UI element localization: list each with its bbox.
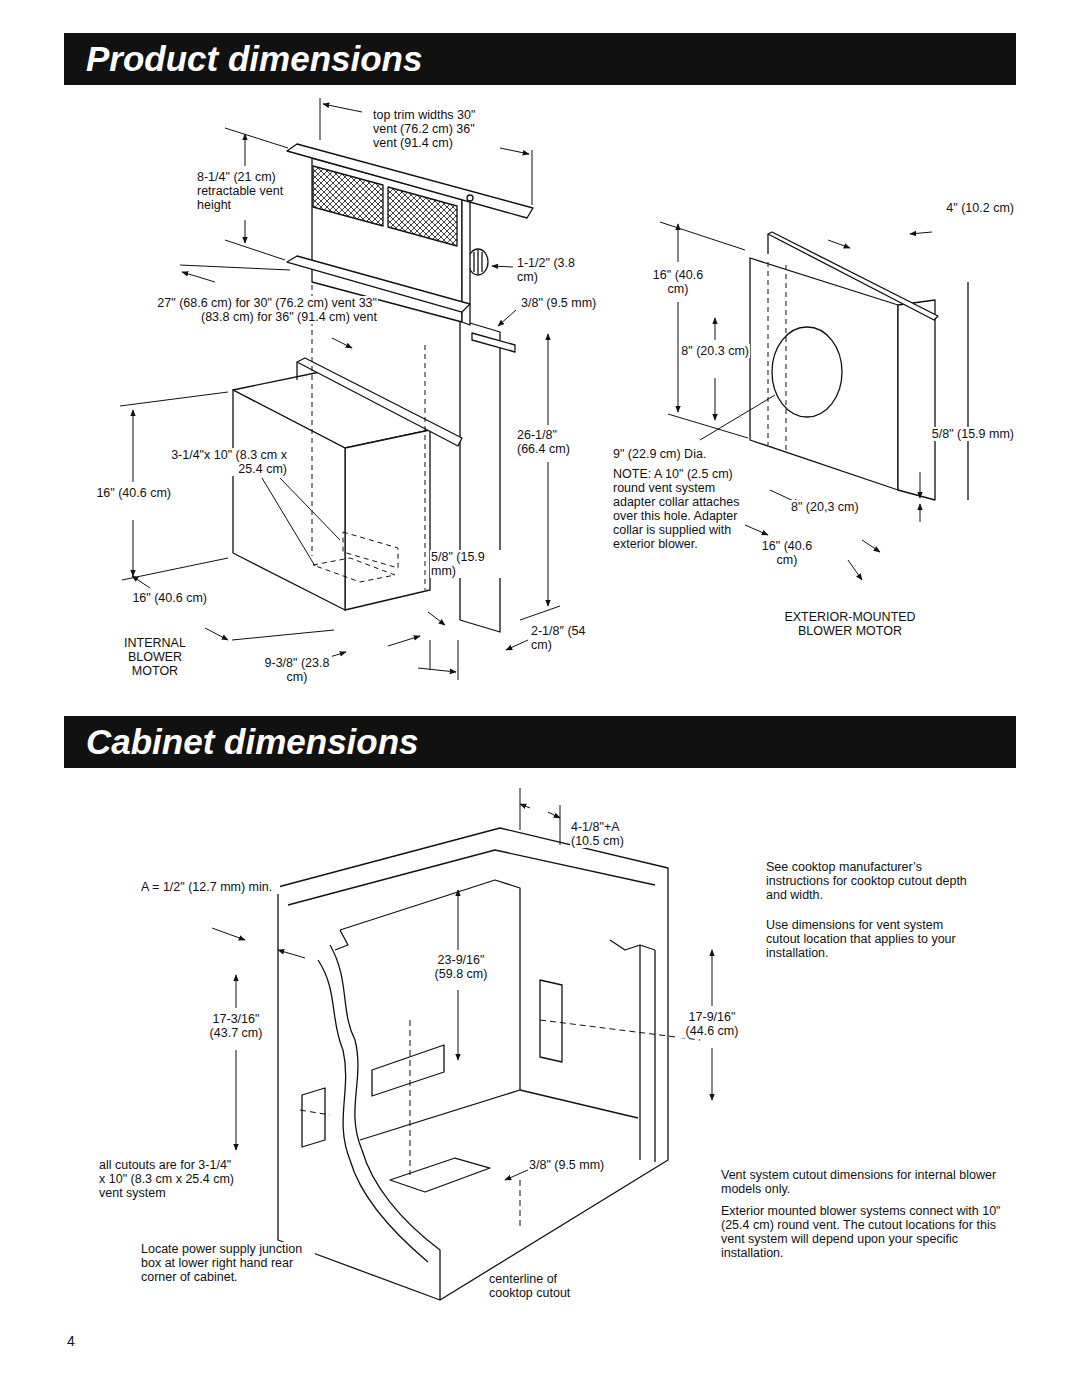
section-heading: Product dimensions — [64, 39, 422, 79]
dimension-label: 17-3/16" (43.7 cm) — [204, 1012, 268, 1040]
dimension-label: 16" (40.6 cm) — [128, 591, 208, 605]
dimension-label: 27" (68.6 cm) for 30" (76.2 cm) vent 33"… — [150, 296, 378, 324]
dimension-label: Use dimensions for vent system cutout lo… — [765, 918, 975, 960]
dimension-label: centerline of cooktop cutout — [488, 1272, 588, 1300]
dimension-label: top trim widths 30" vent (76.2 cm) 36" v… — [372, 108, 484, 150]
dimension-label: 5/8" (15.9 mm) — [430, 550, 510, 578]
dimension-label: 5/8" (15.9 mm) — [925, 427, 1015, 441]
dimension-label: 3/8" (9.5 mm) — [528, 1158, 608, 1172]
dimension-label: 8-1/4" (21 cm) retractable vent height — [196, 170, 292, 212]
exterior-blower — [750, 232, 968, 500]
dimension-label: 2-1/8″ (54 cm) — [530, 624, 600, 652]
dimension-label: 4" (10.2 cm) — [925, 201, 1015, 215]
page-number: 4 — [66, 1334, 86, 1348]
dimension-label: A = 1/2" (12.7 mm) min. — [140, 880, 280, 894]
dimension-label: 17-9/16" (44.6 cm) — [676, 1010, 748, 1038]
section-band: Product dimensions — [64, 33, 1016, 85]
dimension-label: NOTE: A 10" (2.5 cm) round vent system a… — [612, 467, 744, 551]
dimension-label: 3-1/4"x 10" (8.3 cm x 25.4 cm) — [148, 448, 288, 476]
internal-blower-vent — [233, 144, 533, 632]
dimension-label: 26-1/8" (66.4 cm) — [516, 428, 586, 456]
dimension-lines — [120, 98, 932, 1180]
dimension-label: 16" (40.6 cm) — [752, 539, 822, 567]
dimension-label: Exterior mounted blower systems connect … — [720, 1204, 1020, 1260]
dimension-label: 1-1/2" (3.8 cm) — [516, 256, 578, 284]
dimension-label: EXTERIOR-MOUNTED BLOWER MOTOR — [760, 610, 940, 638]
dimension-label: 8" (20.3 cm) — [680, 344, 750, 358]
dimension-label: 23-9/16" (59.8 cm) — [430, 953, 492, 981]
dimension-label: Vent system cutout dimensions for intern… — [720, 1168, 1020, 1196]
dimension-label: 16" (40.6 cm) — [92, 486, 172, 500]
dimension-label: 9-3/8" (23.8 cm) — [262, 656, 332, 684]
dimension-label: 9" (22.9 cm) Dia. — [612, 447, 732, 461]
dimension-label: 8" (20,3 cm) — [790, 500, 860, 514]
dimension-label: Locate power supply junction box at lowe… — [140, 1242, 315, 1284]
dimension-label: 16" (40.6 cm) — [640, 268, 716, 296]
section-band: Cabinet dimensions — [64, 716, 1016, 768]
dimension-label: 3/8" (9.5 mm) — [520, 296, 620, 310]
dimension-label: INTERNAL BLOWER MOTOR — [110, 636, 200, 678]
dimension-label: all cutouts are for 3-1/4" x 10" (8.3 cm… — [98, 1158, 238, 1200]
dimension-label: 4-1/8"+A (10.5 cm) — [570, 820, 650, 848]
section-heading: Cabinet dimensions — [64, 722, 419, 762]
cabinet — [278, 828, 700, 1300]
dimension-label: See cooktop manufacturer’s instructions … — [765, 860, 985, 902]
